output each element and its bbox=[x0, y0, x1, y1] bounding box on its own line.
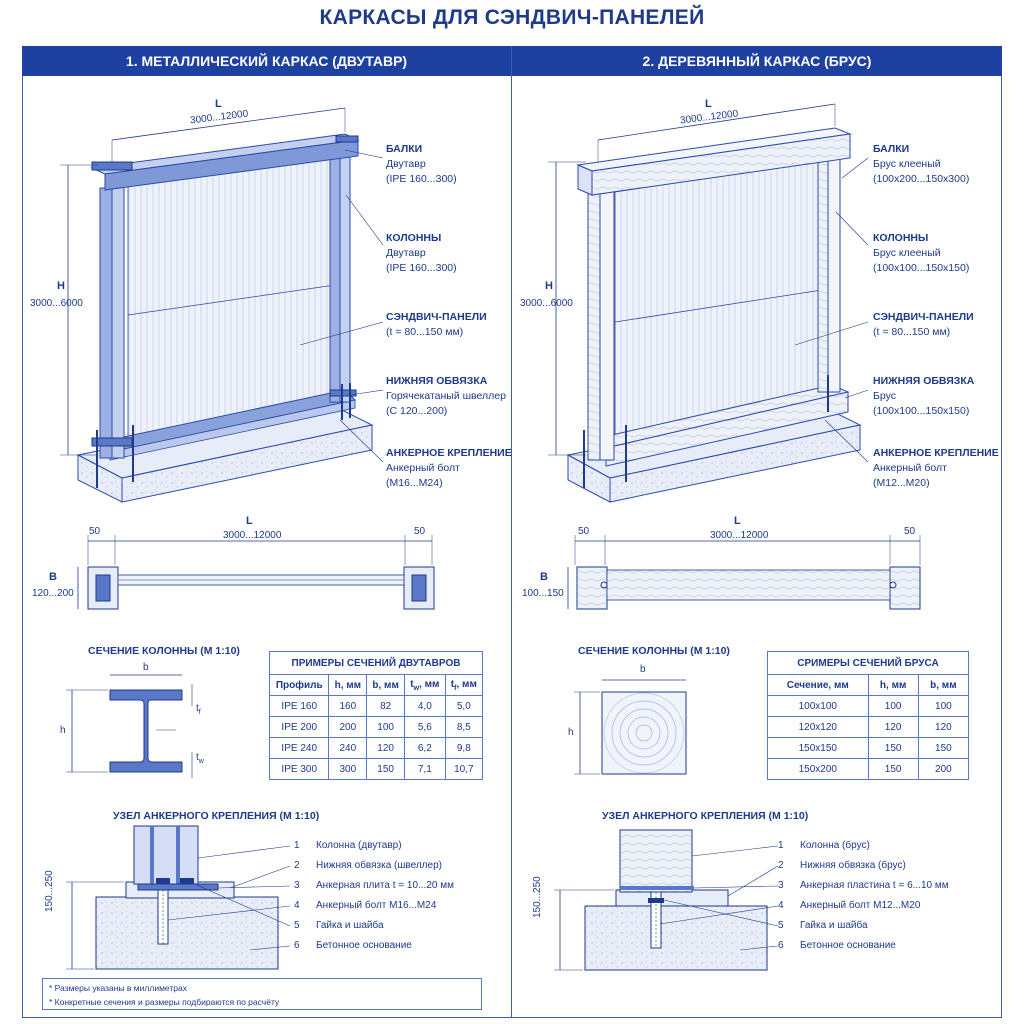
left-plan-L: L bbox=[246, 515, 253, 527]
right-section-header: 2. ДЕРЕВЯННЫЙ КАРКАС (БРУС) bbox=[512, 46, 1002, 76]
right-label-panels: СЭНДВИЧ-ПАНЕЛИ(t = 80...150 мм) bbox=[873, 311, 974, 338]
left-dim-L: L bbox=[215, 98, 222, 110]
page-title: КАРКАСЫ ДЛЯ СЭНДВИЧ-ПАНЕЛЕЙ bbox=[319, 6, 705, 29]
left-section-header: 1. МЕТАЛЛИЧЕСКИЙ КАРКАС (ДВУТАВР) bbox=[22, 46, 511, 76]
left-section-tw: tw bbox=[196, 752, 204, 765]
ibeam-col-profile: Профиль bbox=[268, 674, 330, 696]
ibeam-col-tw: tw, мм bbox=[404, 674, 446, 696]
right-dim-H-range: 3000...6000 bbox=[520, 298, 573, 309]
timber-col-section: Сечение, мм bbox=[767, 674, 869, 696]
left-plan-L-range: 3000...12000 bbox=[223, 530, 282, 541]
right-plan-edge-right: 50 bbox=[904, 526, 916, 537]
right-dim-H: H bbox=[545, 280, 553, 292]
ibeam-col-tf: tf, мм bbox=[444, 674, 484, 696]
left-plan-edge-right: 50 bbox=[414, 526, 426, 537]
footnote-units: * Размеры указаны в миллиметрах bbox=[49, 983, 187, 993]
timber-col-h: h, мм bbox=[867, 674, 919, 696]
ibeam-table-title: ПРИМЕРЫ СЕЧЕНИЙ ДВУТАВРОВ bbox=[269, 651, 483, 675]
left-section-b: b bbox=[143, 662, 149, 673]
metal-anchor-node bbox=[66, 825, 291, 970]
left-plan-edge-left: 50 bbox=[89, 526, 101, 537]
right-plan-L: L bbox=[734, 515, 741, 527]
right-node-title: УЗЕЛ АНКЕРНОГО КРЕПЛЕНИЯ (М 1:10) bbox=[602, 810, 809, 822]
ibeam-section bbox=[66, 674, 193, 778]
timber-table: СРИМЕРЫ СЕЧЕНИЙ БРУСА Сечение, мм h, мм … bbox=[767, 651, 970, 780]
left-section-title: СЕЧЕНИЕ КОЛОННЫ (М 1:10) bbox=[88, 645, 240, 657]
timber-table-title: СРИМЕРЫ СЕЧЕНИЙ БРУСА bbox=[767, 651, 969, 675]
wood-plan-view bbox=[567, 535, 921, 610]
sheet-divider bbox=[511, 46, 512, 1018]
wood-frame-3d bbox=[548, 103, 869, 503]
left-node-dim: 150...250 bbox=[44, 870, 55, 912]
left-plan-B: B bbox=[49, 571, 57, 583]
ibeam-col-b: b, мм bbox=[366, 674, 406, 696]
ibeam-col-h: h, мм bbox=[328, 674, 368, 696]
right-plan-L-range: 3000...12000 bbox=[710, 530, 769, 541]
ibeam-table: ПРИМЕРЫ СЕЧЕНИЙ ДВУТАВРОВ Профиль h, мм … bbox=[268, 651, 484, 780]
wood-anchor-node bbox=[554, 829, 779, 971]
footnote-calculation: * Конкретные сечения и размеры подбирают… bbox=[49, 997, 280, 1007]
right-plan-B: B bbox=[540, 571, 548, 583]
right-node-dim: 150...250 bbox=[532, 876, 543, 918]
left-section-tf: tf bbox=[196, 703, 201, 716]
left-dim-H-range: 3000...6000 bbox=[30, 298, 83, 309]
timber-section bbox=[574, 679, 687, 775]
left-label-panels: СЭНДВИЧ-ПАНЕЛИ(t = 80...150 мм) bbox=[386, 311, 487, 338]
left-node-title: УЗЕЛ АНКЕРНОГО КРЕПЛЕНИЯ (М 1:10) bbox=[113, 810, 320, 822]
metal-plan-view bbox=[77, 535, 435, 610]
right-section-b: b bbox=[640, 664, 646, 675]
right-plan-edge-left: 50 bbox=[578, 526, 590, 537]
right-plan-B-range: 100...150 bbox=[522, 588, 564, 599]
right-section-title: СЕЧЕНИЕ КОЛОННЫ (М 1:10) bbox=[578, 645, 730, 657]
ibeam-table-header: Профиль h, мм b, мм tw, мм tf, мм bbox=[268, 674, 484, 696]
timber-col-b: b, мм bbox=[917, 674, 970, 696]
footnotes: * Размеры указаны в миллиметрах * Конкре… bbox=[42, 978, 482, 1010]
left-plan-B-range: 120...200 bbox=[32, 588, 74, 599]
left-dim-H: H bbox=[57, 280, 65, 292]
right-section-h: h bbox=[568, 727, 574, 738]
right-dim-L: L bbox=[705, 98, 712, 110]
metal-frame-3d bbox=[60, 107, 384, 503]
timber-table-header: Сечение, мм h, мм b, мм bbox=[767, 674, 970, 696]
left-section-h: h bbox=[60, 725, 66, 736]
